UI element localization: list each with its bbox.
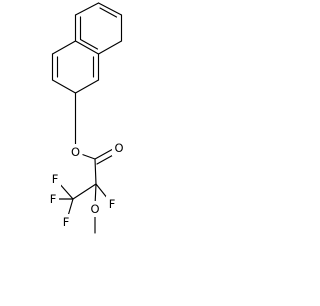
bond-alpha-cf3-carbon [72,183,97,200]
cf3-fluorine-bottom-label-bg [60,214,72,230]
carbonyl-oxygen-label: O [114,141,123,155]
cf3-fluorine-bottom-label: F [63,215,70,229]
methoxy-oxygen-label-bg [88,201,102,217]
alpha-fluorine-label: F [109,197,116,211]
bond-ring-a-6 [74,2,100,16]
ester-oxygen-label-bg [68,144,83,160]
cf3-fluorine-top-label: F [52,172,59,186]
cf3-fluorine-left-label: F [50,192,57,206]
atom-labels: O O F O F F F [47,140,126,230]
bond-ring-a-double-2 [79,38,99,50]
bond-ring-b-5 [51,40,77,55]
bond-ring-a-double-1 [99,7,118,18]
carbonyl-oxygen-label-bg [112,140,126,156]
bond-ring-b-2 [74,79,100,94]
alpha-fluorine-label-bg [106,196,118,212]
bond-carbonyl-double-1 [94,148,114,160]
bond-carbonyl-alpha-carbon [94,158,97,185]
naphthalene-ring-system [51,2,123,94]
cf3-fluorine-top-label-bg [49,171,61,187]
bond-cf3-fluorine-bottom [67,198,74,217]
bond-ring-fusion [74,40,100,55]
methoxy-oxygen-label: O [90,202,99,216]
chemical-structure-diagram: O O F O F F F [47,2,126,234]
bond-ring-b-3 [51,79,77,94]
cf3-fluorine-left-label-bg [47,191,59,207]
ester-oxygen-label: O [71,145,80,159]
bond-ring-a-1 [97,2,123,16]
bond-ring-a-3 [97,40,123,55]
